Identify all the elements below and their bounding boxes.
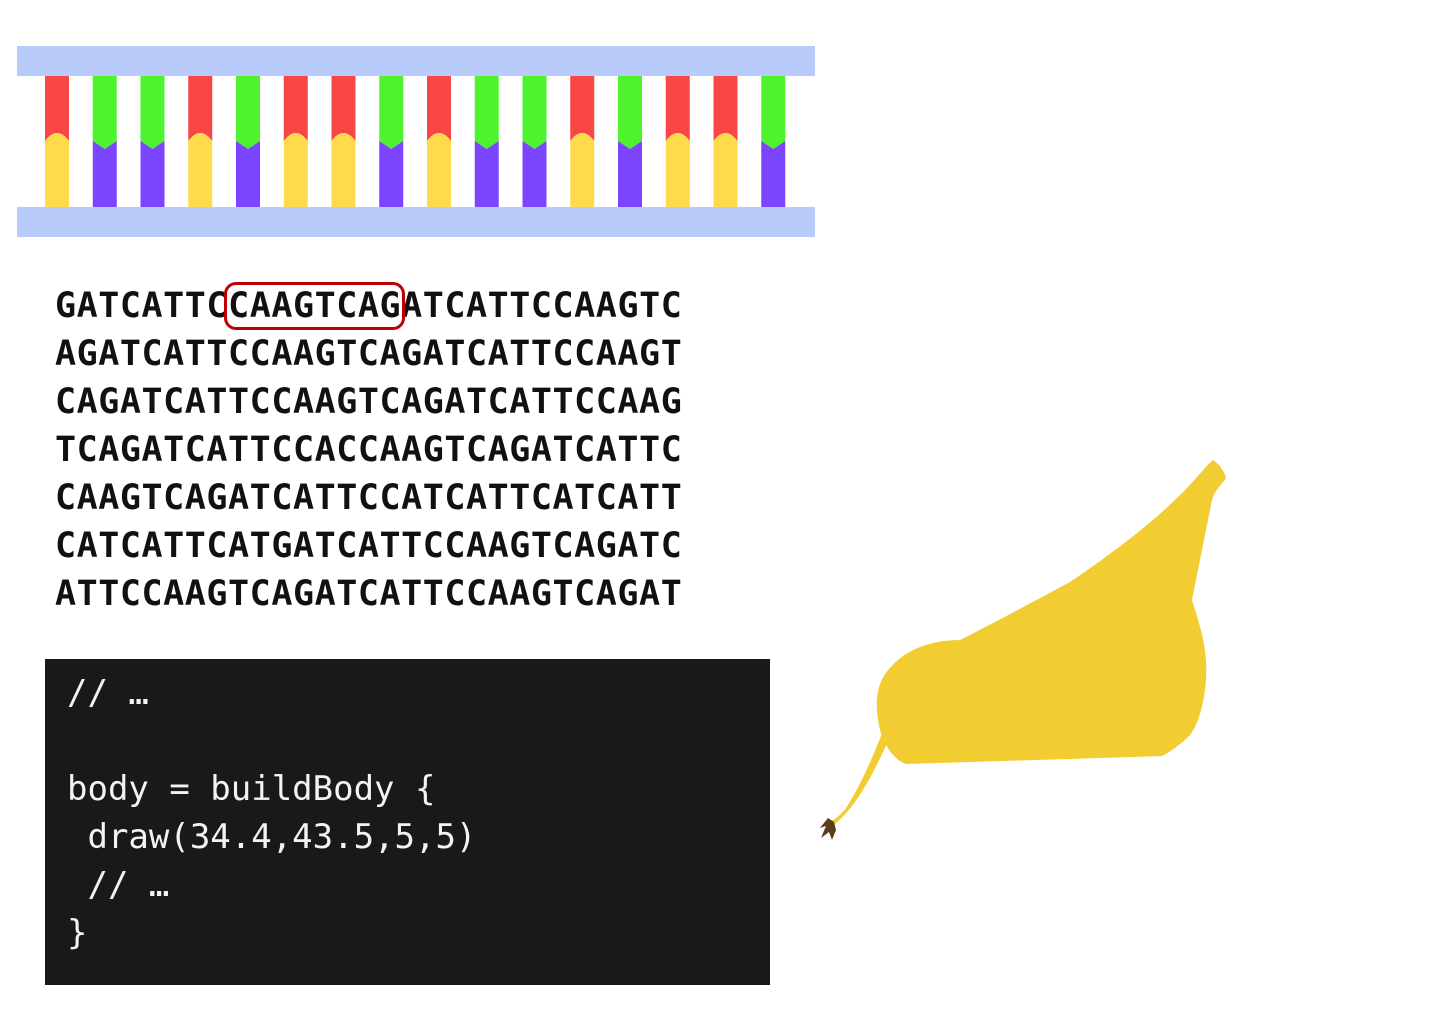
code-line (67, 717, 770, 765)
base-pair (379, 76, 404, 207)
sequence-line: AGATCATTCCAAGTCAGATCATTCCAAGT (55, 330, 682, 378)
code-line: // … (67, 865, 170, 905)
base-purple (379, 141, 404, 207)
base-green (140, 76, 165, 149)
base-green (618, 76, 642, 149)
pear-body (876, 460, 1226, 764)
base-purple (522, 141, 547, 207)
base-pair (618, 76, 642, 207)
base-red (713, 76, 738, 141)
base-pairs (45, 76, 786, 207)
base-red (665, 76, 690, 141)
base-purple (761, 141, 786, 207)
sequence-segment: TCAGATCATTCCACCAAGTCAGATCATTC (55, 430, 683, 470)
sequence-segment: CAAGTCAGATCATTCCATCATTCATCATT (55, 478, 683, 518)
sequence-line: CAGATCATTCCAAGTCAGATCATTCCAAG (55, 378, 682, 426)
base-red (45, 76, 69, 141)
base-yellow (427, 133, 451, 207)
dna-backbone-top (17, 46, 815, 76)
base-pair (236, 76, 260, 207)
base-green (379, 76, 404, 149)
base-pair (665, 76, 690, 207)
sequence-line: CAAGTCAGATCATTCCATCATTCATCATT (55, 474, 682, 522)
dna-backbone-bottom (17, 207, 815, 237)
base-pair (283, 76, 308, 207)
base-yellow (665, 133, 690, 207)
sequence-segment: CATCATTCATGATCATTCCAAGTCAGATC (55, 526, 683, 566)
base-pair (331, 76, 356, 207)
base-pair (92, 76, 117, 207)
base-purple (474, 141, 499, 207)
base-green (761, 76, 786, 149)
base-pair (188, 76, 213, 207)
base-pair (761, 76, 786, 207)
pear-stem (829, 728, 892, 826)
base-red (570, 76, 595, 141)
sequence-line: CATCATTCATGATCATTCCAAGTCAGATC (55, 522, 682, 570)
base-yellow (188, 133, 213, 207)
code-line: } (67, 913, 88, 953)
sequence-segment: AGATCATTCCAAGTCAGATCATTCCAAGT (55, 334, 683, 374)
dna-ladder-diagram (17, 46, 815, 237)
base-purple (140, 141, 165, 207)
base-purple (92, 141, 117, 207)
code-block: // … body = buildBody { draw(34.4,43.5,5,… (45, 659, 770, 985)
sequence-segment: CAGATCATTCCAAGTCAGATCATTCCAAG (55, 382, 683, 422)
sequence-segment: ATTCCAAGTCAGATCATTCCAAGTCAGAT (55, 574, 683, 614)
base-yellow (713, 133, 738, 207)
base-purple (618, 141, 642, 207)
pear-icon (820, 460, 1226, 840)
base-pair (713, 76, 738, 207)
sequence-line: TCAGATCATTCCACCAAGTCAGATCATTC (55, 426, 682, 474)
base-green (474, 76, 499, 149)
base-yellow (570, 133, 595, 207)
sequence-segment: ATCATTCCAAGTC (401, 286, 683, 326)
base-pair (474, 76, 499, 207)
base-pair (522, 76, 547, 207)
base-pair (45, 76, 69, 207)
base-green (92, 76, 117, 149)
base-red (331, 76, 356, 141)
highlighted-motif: CAAGTCAG (224, 282, 406, 330)
base-purple (236, 141, 260, 207)
sequence-segment: GATCATTC (55, 286, 229, 326)
base-yellow (283, 133, 308, 207)
base-red (188, 76, 213, 141)
base-yellow (331, 133, 356, 207)
sequence-line: GATCATTCCAAGTCAGATCATTCCAAGTC (55, 282, 682, 330)
pear-stem-tip (820, 818, 836, 840)
code-line: body = buildBody { (67, 769, 436, 809)
base-green (522, 76, 547, 149)
base-yellow (45, 133, 69, 207)
base-pair (570, 76, 595, 207)
base-pair (140, 76, 165, 207)
code-line: draw(34.4,43.5,5,5) (67, 817, 477, 857)
code-line: // … (67, 673, 149, 713)
base-red (427, 76, 451, 141)
sequence-line: ATTCCAAGTCAGATCATTCCAAGTCAGAT (55, 570, 682, 618)
base-pair (427, 76, 451, 207)
base-red (283, 76, 308, 141)
base-green (236, 76, 260, 149)
